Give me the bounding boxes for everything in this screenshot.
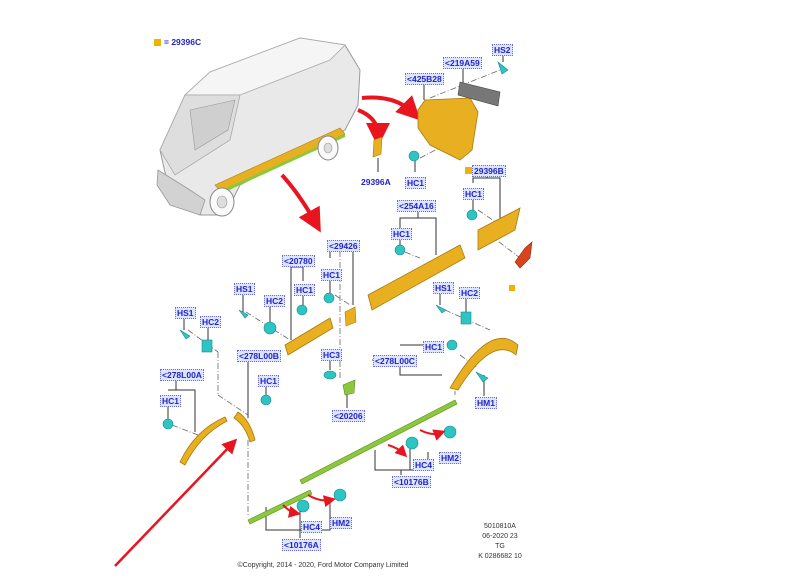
part-20206[interactable] (342, 379, 356, 396)
clip-hc1[interactable] (466, 209, 478, 221)
label-hc1[interactable]: HC1 (391, 228, 413, 240)
part-hs2-screw[interactable] (497, 61, 509, 75)
label-hc1[interactable]: HC1 (405, 177, 427, 189)
part-278l00c-wheel-arch[interactable] (449, 337, 519, 391)
part-254a16-moulding[interactable] (367, 244, 466, 311)
legend-swatch (154, 39, 161, 46)
screw-hs1[interactable] (435, 304, 447, 314)
install-arrow (419, 429, 446, 441)
arrow-to-wheel-arch (114, 438, 238, 567)
label-hc1[interactable]: HC1 (423, 341, 445, 353)
label-20206[interactable]: <20206 (332, 410, 365, 422)
clip-hc1[interactable] (162, 418, 174, 430)
label-hc2[interactable]: HC2 (459, 287, 481, 299)
label-hc1[interactable]: HC1 (160, 395, 182, 407)
label-hc1[interactable]: HC1 (321, 269, 343, 281)
arrow-to-29396a (357, 108, 390, 147)
label-hs1[interactable]: HS1 (175, 307, 196, 319)
callout-arrows (114, 95, 421, 567)
sill-trim-highlight (215, 134, 345, 196)
clip-hc2[interactable] (460, 311, 472, 325)
install-arrow (307, 494, 336, 508)
part-29396b[interactable] (477, 207, 521, 251)
label-hc1[interactable]: HC1 (258, 375, 280, 387)
footer-tag: TG (495, 543, 505, 550)
label-219a59[interactable]: <219A59 (443, 57, 482, 69)
copyright: ©Copyright, 2014 - 2020, Ford Motor Comp… (237, 562, 409, 569)
label-hs2[interactable]: HS2 (492, 44, 513, 56)
part-29396a[interactable] (372, 136, 383, 158)
install-arrow (282, 504, 301, 518)
part-278l00a-wheel-arch[interactable] (179, 416, 228, 466)
label-hc3[interactable]: HC3 (321, 349, 343, 361)
part-20780-moulding[interactable] (284, 317, 334, 356)
clip-hm2[interactable] (333, 488, 347, 502)
label-278l00a[interactable]: <278L00A (160, 369, 204, 381)
screw-hs1[interactable] (179, 329, 191, 340)
footer-ref-code: 5010810A (484, 523, 516, 530)
label-254a16[interactable]: <254A16 (397, 200, 436, 212)
part-278l00b-wheel-arch[interactable] (233, 411, 256, 443)
label-29396a[interactable]: 29396A (361, 177, 391, 187)
clip-hc4[interactable] (296, 499, 310, 513)
clip-hc2[interactable] (263, 321, 277, 335)
part-425b28-rear-panel[interactable] (417, 97, 479, 161)
footer-doc-no: K 0286682 10 (478, 553, 522, 560)
install-arrow (387, 444, 408, 458)
clip-hc3[interactable] (323, 370, 337, 380)
van-illustration (156, 37, 361, 217)
clip-hc1[interactable] (260, 394, 272, 406)
part-mudflap[interactable] (514, 241, 533, 269)
footer-date: 06-2020 23 (482, 533, 518, 540)
label-hm2[interactable]: HM2 (439, 452, 461, 464)
clip-hc2[interactable] (201, 339, 213, 353)
clip-hc1[interactable] (296, 304, 308, 316)
label-hs1[interactable]: HS1 (433, 282, 454, 294)
label-10176b[interactable]: <10176B (392, 476, 431, 488)
screw-hs1[interactable] (238, 309, 249, 319)
arrow-to-rear-panel (361, 95, 421, 121)
label-425b28[interactable]: <425B28 (405, 73, 444, 85)
label-hc1[interactable]: HC1 (294, 284, 316, 296)
label-hc4[interactable]: HC4 (301, 521, 323, 533)
part-10176a-trim[interactable] (247, 489, 313, 525)
clip-hm2[interactable] (443, 425, 457, 439)
part-29396c-marker (509, 285, 515, 291)
label-hc2[interactable]: HC2 (200, 316, 222, 328)
label-29396b[interactable]: 29396B (472, 165, 506, 177)
arrow-to-moulding (280, 173, 321, 233)
clip-hc4[interactable] (405, 436, 419, 450)
part-29426[interactable] (344, 306, 357, 327)
legend-swatch-29396b (465, 167, 472, 174)
parts (162, 61, 533, 525)
label-hm1[interactable]: HM1 (475, 397, 497, 409)
label-10176a[interactable]: <10176A (282, 539, 321, 551)
label-hc4[interactable]: HC4 (413, 459, 435, 471)
part-219a59-bracket[interactable] (457, 81, 501, 107)
clip-hm1[interactable] (475, 371, 489, 383)
part-10176b-trim[interactable] (299, 399, 458, 485)
label-278l00b[interactable]: <278L00B (237, 350, 281, 362)
label-20780[interactable]: <20780 (282, 255, 315, 267)
clip-hc1[interactable] (408, 150, 420, 162)
clip-hc1[interactable] (323, 292, 335, 304)
label-hc2[interactable]: HC2 (264, 295, 286, 307)
label-hs1[interactable]: HS1 (234, 283, 255, 295)
label-29426[interactable]: <29426 (327, 240, 360, 252)
label-hc1[interactable]: HC1 (463, 188, 485, 200)
clip-hc1[interactable] (446, 339, 458, 351)
label-hm2[interactable]: HM2 (330, 517, 352, 529)
clip-hc1[interactable] (394, 244, 406, 256)
label-278l00c[interactable]: <278L00C (373, 355, 417, 367)
legend-text: = 29396C (164, 37, 202, 47)
